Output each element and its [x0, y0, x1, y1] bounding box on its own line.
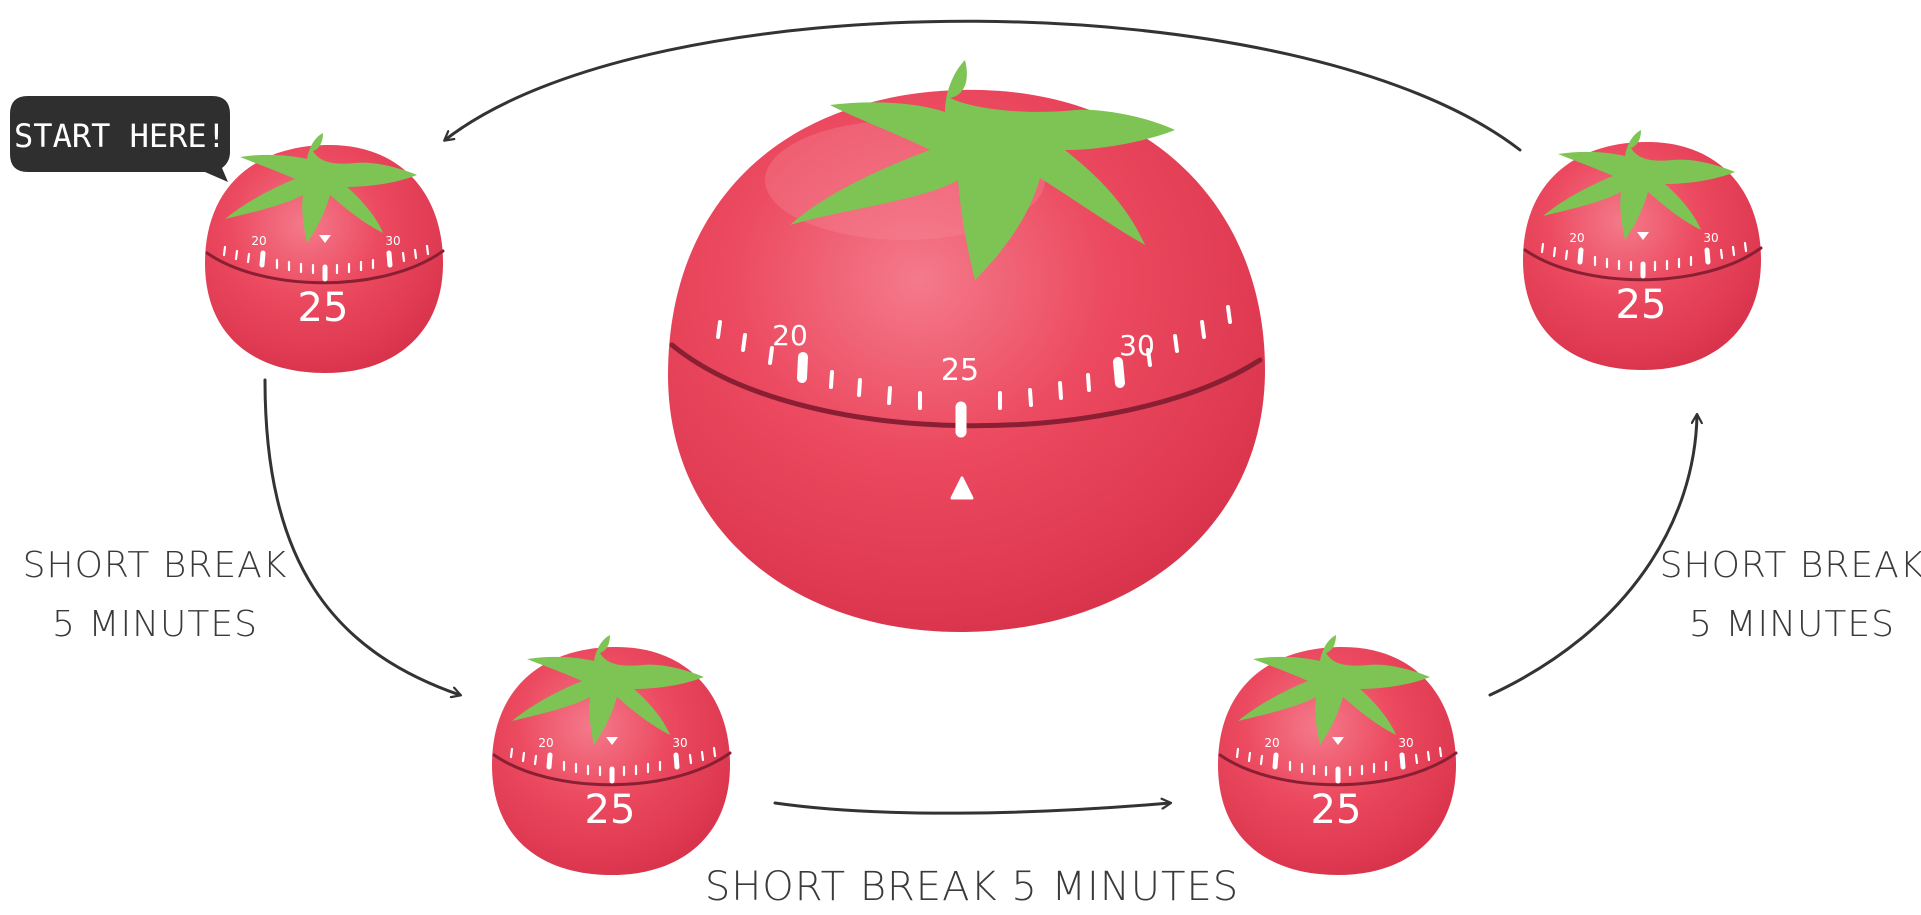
timer-3-value-label: 25 [1311, 787, 1362, 833]
start-here-label: START HERE! [14, 117, 226, 155]
timer-3-tick-label-20: 20 [1264, 736, 1279, 750]
start-here-callout: START HERE! [10, 96, 230, 182]
left-break-line1: SHORT BREAK [23, 545, 288, 586]
timer-1-start-tick-label-30: 30 [385, 234, 400, 248]
arrow-left-down-icon [265, 380, 460, 695]
timer-2-value-label: 25 [585, 787, 636, 833]
timer-1-start-value-label: 25 [298, 285, 349, 331]
bottom-break-caption: SHORT BREAK 5 MINUTES [705, 864, 1239, 910]
timer-1-start-icon: 20 30 25 [205, 133, 443, 373]
timer-3-icon: 20 30 25 [1218, 635, 1456, 875]
large-tick-label-25: 25 [941, 353, 979, 388]
timer-1-start-tick-label-20: 20 [251, 234, 266, 248]
large-tick-label-30: 30 [1119, 329, 1155, 362]
timer-2-icon: 20 30 25 [492, 635, 730, 875]
timer-4-tick-label-20: 20 [1569, 231, 1584, 245]
left-break-caption: SHORT BREAK 5 MINUTES [23, 545, 288, 645]
arrow-bottom-right-icon [775, 803, 1170, 813]
timer-4-value-label: 25 [1616, 282, 1667, 328]
left-break-line2: 5 MINUTES [52, 604, 258, 645]
right-break-line1: SHORT BREAK [1660, 545, 1921, 586]
timer-2-tick-label-30: 30 [672, 736, 687, 750]
timer-2-tick-label-20: 20 [538, 736, 553, 750]
right-break-line2: 5 MINUTES [1689, 604, 1895, 645]
right-break-caption: SHORT BREAK 5 MINUTES [1660, 545, 1921, 645]
large-tick-label-20: 20 [772, 319, 808, 352]
timer-4-icon: 20 30 25 [1523, 130, 1761, 370]
bottom-break-text: SHORT BREAK 5 MINUTES [705, 864, 1239, 910]
timer-3-tick-label-30: 30 [1398, 736, 1413, 750]
large-tomato-timer-icon: 20 25 30 [668, 60, 1265, 632]
timer-4-tick-label-30: 30 [1703, 231, 1718, 245]
